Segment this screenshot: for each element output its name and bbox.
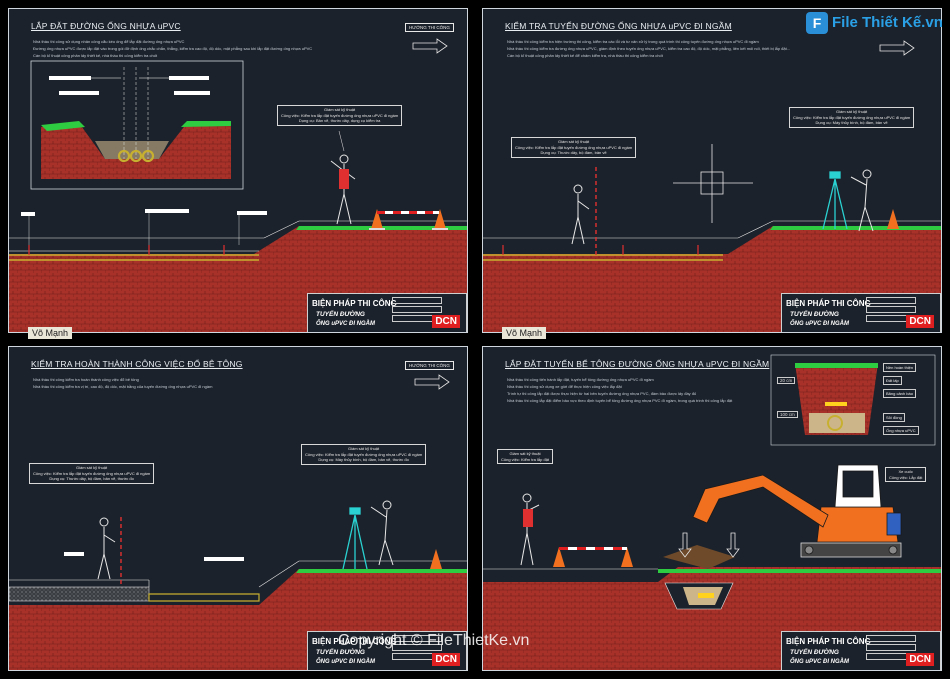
crosshair-symbol [673,144,753,223]
panel-1-title: LẮP ĐẶT ĐƯỜNG ỐNG NHỰA uPVC [31,21,181,31]
panel-4-title: LẮP ĐẶT TUYẾN BỂ TÔNG ĐƯỜNG ỐNG NHỰA uPV… [505,359,770,369]
author-tag: Võ Mạnh [28,327,73,339]
inset-label-1 [49,76,91,80]
legend-warning-tape: Băng cảnh báo [883,389,916,398]
profile-label-1 [21,212,35,216]
spoil-pile [663,545,735,569]
panel-3-title: KIỂM TRA HOÀN THÀNH CÔNG VIỆC ĐỔ BÊ TÔNG [31,359,243,369]
panel-excavator-install: LẮP ĐẶT TUYẾN BỂ TÔNG ĐƯỜNG ỐNG NHỰA uPV… [482,346,942,671]
direction-label: HƯỚNG THI CÔNG [405,361,454,370]
concrete-encasement [9,586,150,602]
pipes-in-trench [117,149,155,163]
excavator [692,464,902,558]
detail-inset-frame [30,60,244,190]
panel-2-notes: Nhà thầu thi công kiểm tra hiện trường t… [507,39,791,58]
supervisor-figure [330,154,356,225]
direction-label: HƯỚNG THI CÔNG [405,23,454,32]
panel-concrete-check: KIỂM TRA HOÀN THÀNH CÔNG VIỆC ĐỔ BÊ TÔNG… [8,346,468,671]
title-block: BIỆN PHÁP THI CÔNG TUYẾN ĐƯỜNG ỐNG uPVC … [307,293,467,332]
panel-install-pipe: LẮP ĐẶT ĐƯỜNG ỐNG NHỰA uPVC Nhà thầu thi… [8,8,468,333]
profile-label-2 [145,209,189,213]
barrier-cones [369,209,448,230]
panel-inspect-pipe: KIỂM TRA TUYẾN ĐƯỜNG ỐNG NHỰA uPVC ĐI NG… [482,8,942,333]
trench-section-soil [41,123,231,179]
pipe-run [9,254,259,261]
author-tag: Võ Mạnh [502,327,547,339]
panel-3-notes: Nhà thầu thi công kiểm tra hoàn thành cô… [33,377,213,389]
legend-gravel: Sỏi đồng [883,413,905,422]
legend-backfill: Đất lấp [883,376,902,385]
legend-pipe: Ống nhựa uPVC [883,426,919,435]
direction-arrow [412,38,448,54]
staff-worker [571,167,597,255]
panel-2-title: KIỂM TRA TUYẾN ĐƯỜNG ỐNG NHỰA uPVC ĐI NG… [505,21,732,31]
panel-3-drawing [9,374,467,670]
company-logo: DCN [432,315,460,328]
panel-1-notes: Nhà thầu thi công sử dụng nhân công cẩu … [33,39,313,58]
copyright-watermark: Copyright © FileThietKe.vn [338,632,530,649]
logo-wordmark: File Thiết Kế.vn [832,14,943,31]
panel-1-drawing [9,38,467,332]
inset-label-3 [59,91,99,95]
dimension-20cm: 20 cm [777,377,796,384]
stakes [28,245,225,255]
surveyor-tripod [822,171,848,230]
legend-finish: Nền hoàn thiện [883,363,917,372]
dimension-100cm: 100 cm [777,411,798,418]
inset-label-4 [174,91,210,95]
panel-4-notes: Nhà thầu thi công tiến hành lắp đặt, tuy… [507,377,733,403]
logo-mark-icon: F [806,12,828,34]
profile-label-3 [237,211,267,215]
inset-label-2 [169,76,209,80]
